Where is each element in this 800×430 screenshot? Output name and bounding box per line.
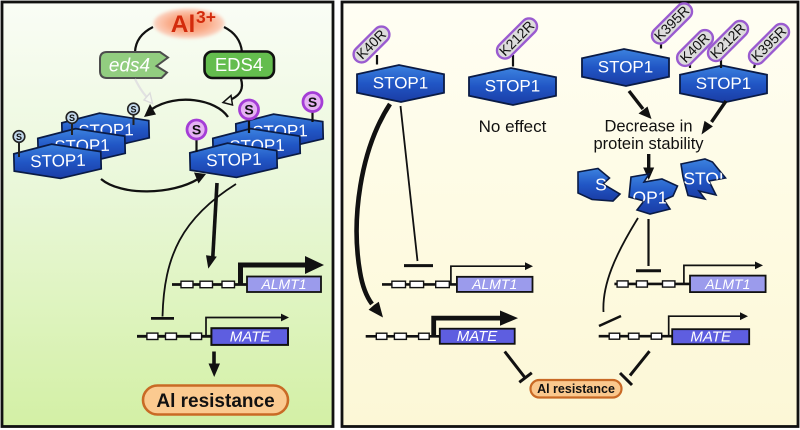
svg-text:ALMT1: ALMT1 [704,276,750,292]
svg-text:S: S [192,122,201,138]
svg-text:Al resistance: Al resistance [156,391,274,412]
svg-text:S: S [244,102,253,118]
svg-text:STOP1: STOP1 [373,74,428,93]
svg-text:MATE: MATE [230,329,272,346]
svg-text:MATE: MATE [690,328,732,345]
svg-text:ALMT1: ALMT1 [260,276,306,292]
svg-text:protein stability: protein stability [593,135,704,153]
svg-text:STOP1: STOP1 [30,151,86,171]
svg-text:No effect: No effect [479,117,547,136]
svg-text:Al resistance: Al resistance [537,382,615,396]
svg-text:eds4: eds4 [109,56,150,77]
svg-text:Al: Al [171,11,196,38]
svg-text:S: S [595,175,607,195]
svg-text:S: S [130,105,136,115]
svg-text:Decrease in: Decrease in [604,118,692,136]
svg-text:EDS4: EDS4 [215,54,263,75]
svg-text:MATE: MATE [457,328,499,345]
svg-text:STOP1: STOP1 [206,150,262,170]
svg-text:S: S [308,94,317,110]
svg-text:STOP1: STOP1 [696,74,751,93]
svg-text:STOP1: STOP1 [598,58,653,77]
svg-text:3+: 3+ [196,7,216,27]
svg-text:S: S [69,113,75,123]
svg-text:S: S [16,132,22,142]
svg-text:STOP1: STOP1 [485,77,540,96]
svg-text:ALMT1: ALMT1 [471,276,517,292]
